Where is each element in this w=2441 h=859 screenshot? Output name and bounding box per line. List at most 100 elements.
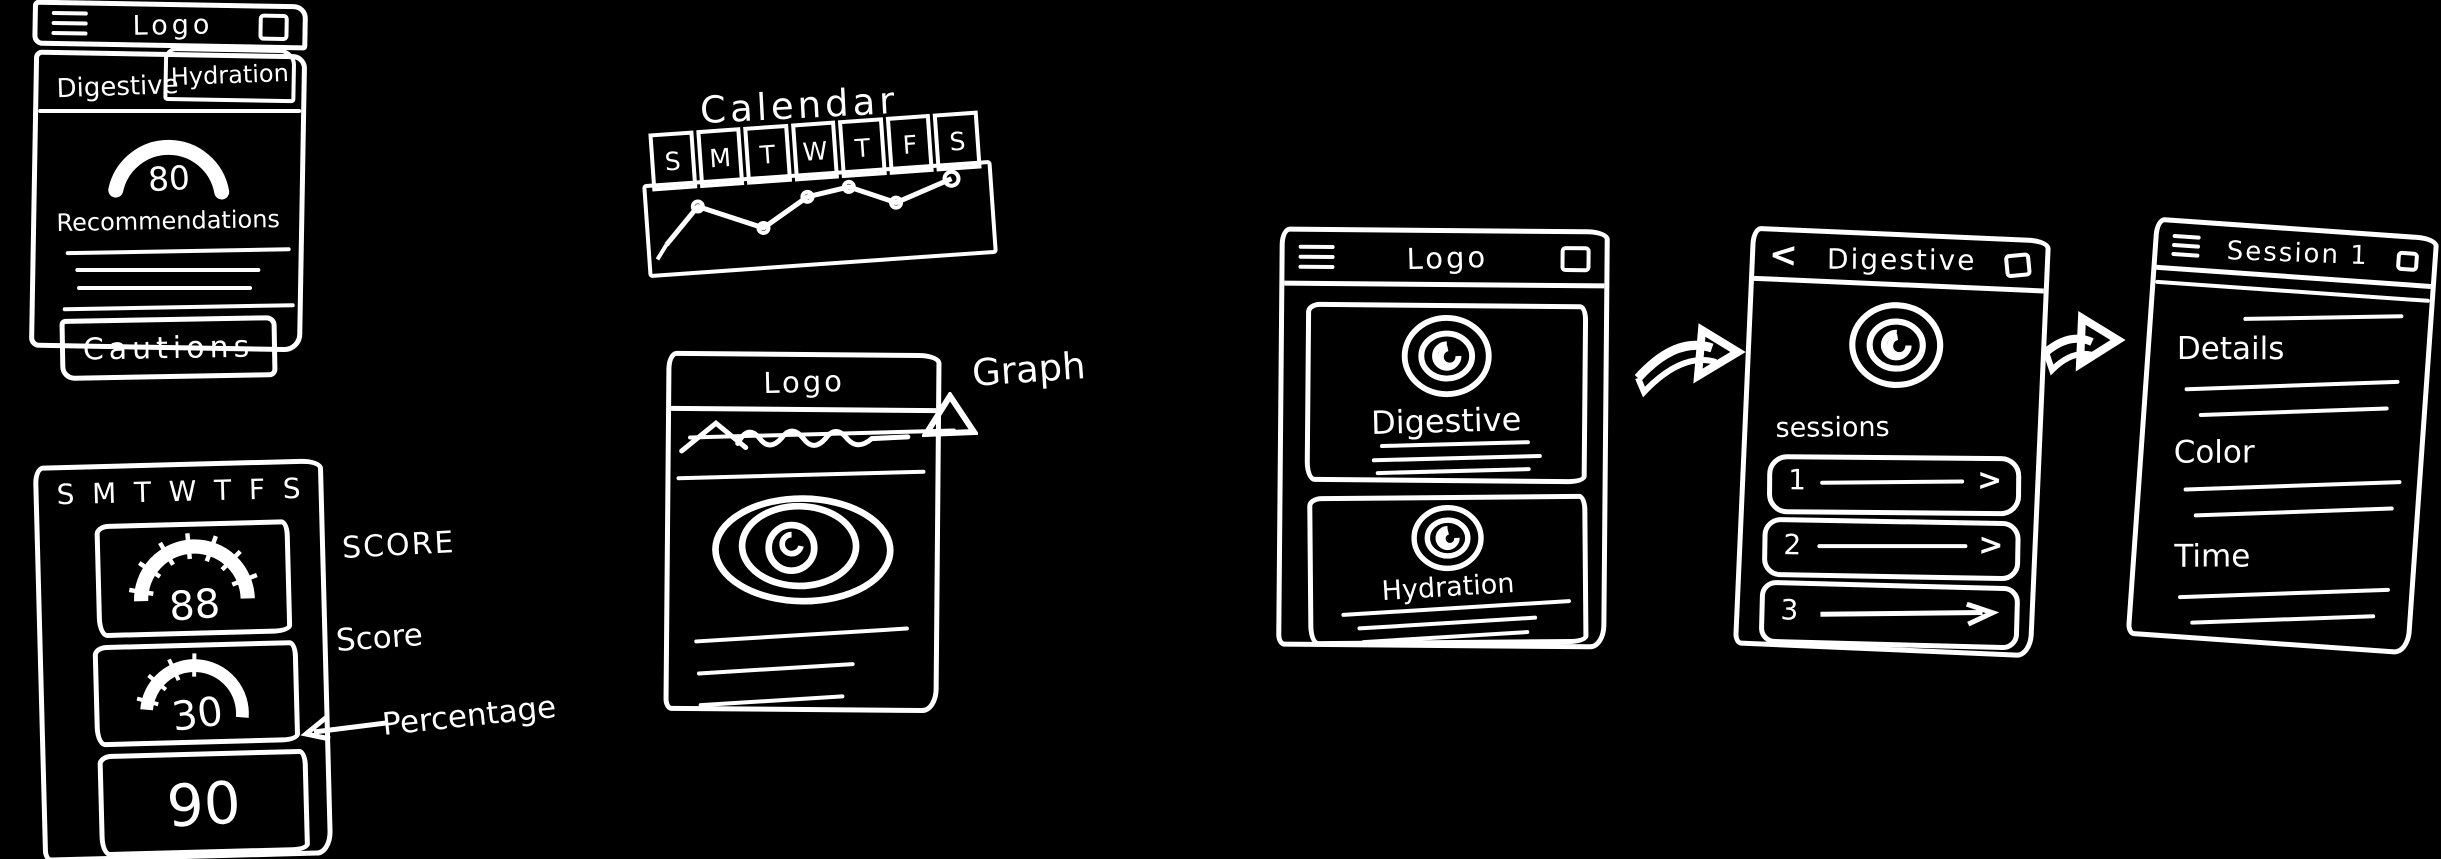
annotation-graph: Graph: [970, 344, 1087, 395]
tabs-divider: [38, 109, 302, 114]
hamburger-menu-icon[interactable]: [51, 10, 88, 36]
annotation-percentage: Percentage: [380, 688, 558, 744]
recommendations-label: Recommendations: [55, 205, 280, 237]
label-underline: [1379, 440, 1530, 449]
text-line: [1357, 615, 1538, 631]
text-line: [1371, 453, 1542, 463]
cautions-button[interactable]: Cautions: [59, 315, 278, 381]
calendar-day-label: F: [901, 129, 919, 160]
cautions-button-label: Cautions: [82, 329, 255, 368]
logo-header: Logo: [671, 355, 937, 414]
panel-home-tabs: Logo Digestive Hydration 80 Recommendati…: [27, 0, 309, 381]
flow-arrow-icon: [1634, 323, 1746, 398]
hamburger-menu-icon[interactable]: [1298, 244, 1335, 269]
row-line: [1817, 544, 1968, 549]
field-input-line: [2198, 406, 2389, 418]
session-row-1[interactable]: 1 >: [1766, 454, 2022, 517]
hydration-card[interactable]: Hydration: [1307, 493, 1589, 647]
hydration-card-label: Hydration: [1380, 568, 1516, 608]
field-input-line: [2193, 506, 2394, 518]
weekday-label: T: [133, 475, 152, 510]
sessions-label: sessions: [1775, 411, 1890, 444]
text-line: [694, 626, 910, 644]
field-color-label: Color: [2173, 434, 2255, 471]
chevron-right-icon: >: [1977, 527, 2004, 564]
weekday-header: S M T W T F S: [38, 471, 319, 511]
panel-digestive-detail: < Digestive sessions 1 > 2 > 3: [1732, 225, 2052, 659]
app-header: Logo: [32, 0, 309, 51]
triangle-pointer-icon: [922, 392, 978, 438]
tab-hydration[interactable]: Hydration: [163, 46, 297, 104]
field-time-label: Time: [2174, 538, 2251, 575]
text-line: [1375, 467, 1531, 476]
score-value: 30: [168, 688, 226, 741]
panel-session-detail: Session 1 Details Color Time: [2125, 216, 2440, 656]
weekday-label: T: [213, 473, 232, 508]
annotation-score-1: SCORE: [341, 525, 457, 566]
back-icon[interactable]: <: [1768, 233, 1799, 276]
detail-header: Session 1: [2156, 221, 2434, 289]
text-line: [65, 247, 291, 256]
field-input-line: [2184, 379, 2400, 392]
weekday-label: W: [168, 474, 197, 509]
window-icon[interactable]: [2395, 250, 2420, 272]
sparkline-graph-icon: [679, 420, 911, 454]
calendar-day-label: T: [853, 132, 872, 163]
calendar-day-label: W: [801, 135, 829, 167]
field-input-line: [2190, 614, 2376, 625]
weekday-label: S: [56, 477, 75, 512]
calendar-day-label: S: [663, 145, 682, 176]
percentage-card[interactable]: 90: [97, 748, 311, 858]
spiral-eye-icon: [711, 495, 894, 605]
spiral-icon: [1401, 314, 1492, 398]
spiral-icon: [1411, 504, 1484, 572]
weekday-label: M: [91, 476, 117, 511]
text-line: [1361, 629, 1530, 645]
app-logo: Logo: [762, 363, 846, 401]
text-line: [77, 285, 253, 290]
gauge-arc-icon: [107, 139, 229, 200]
field-input-line: [2178, 587, 2391, 600]
window-icon[interactable]: [258, 13, 289, 41]
spiral-icon: [1849, 302, 1944, 389]
section-divider: [676, 469, 926, 481]
left-arrow-icon: [300, 714, 387, 742]
session-number: 1: [1788, 463, 1807, 497]
digestive-card[interactable]: Digestive: [1304, 301, 1589, 485]
weekday-label: S: [282, 471, 301, 506]
hamburger-menu-icon[interactable]: [2171, 233, 2201, 258]
row-line: [1820, 479, 1965, 485]
segmented-gauge-icon: [128, 533, 258, 602]
calendar-day-label: M: [708, 142, 732, 173]
panel-logo-graph: Logo: [663, 350, 942, 714]
app-header: Logo: [1284, 231, 1605, 289]
segmented-gauge-icon: [136, 653, 249, 718]
score-card-gauge-1[interactable]: 88: [94, 519, 293, 639]
calendar-graph-box: [642, 159, 998, 279]
score-card-gauge-2[interactable]: 30: [92, 639, 301, 748]
session-title: Session 1: [2226, 235, 2370, 271]
line-graph-icon: [655, 169, 961, 261]
window-icon[interactable]: [1560, 245, 1591, 272]
tab-digestive[interactable]: Digestive: [56, 69, 180, 105]
score-value: 88: [166, 580, 222, 631]
detail-title: Digestive: [1826, 242, 1977, 277]
text-line: [696, 661, 855, 676]
session-number: 2: [1783, 528, 1802, 562]
text-line: [698, 694, 845, 708]
app-logo: Logo: [132, 8, 214, 42]
window-icon[interactable]: [2003, 251, 2032, 279]
weekday-label: F: [248, 472, 266, 507]
chevron-right-icon: >: [1976, 462, 2003, 499]
detail-header: < Digestive: [1753, 230, 2046, 294]
text-line: [2243, 314, 2404, 321]
calendar-day-label: T: [758, 139, 777, 170]
app-logo: Logo: [1406, 239, 1489, 276]
digestive-card-label: Digestive: [1370, 400, 1522, 442]
flow-arrow-icon: [2043, 311, 2126, 376]
text-line: [62, 303, 295, 312]
session-row-2[interactable]: 2 >: [1761, 516, 2021, 582]
text-line: [75, 268, 261, 273]
session-row-3[interactable]: 3: [1758, 579, 2021, 651]
